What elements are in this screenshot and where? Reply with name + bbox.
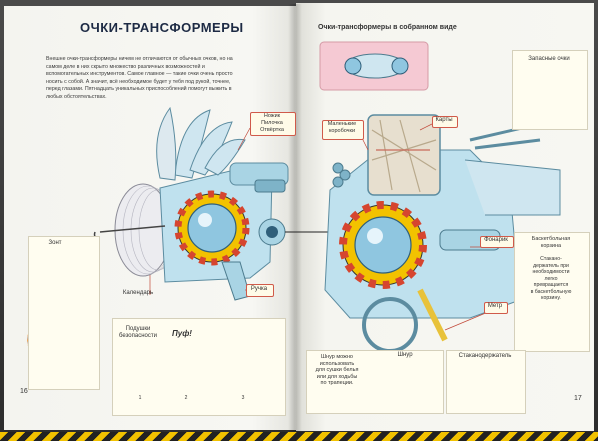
hazard-stripe: [0, 432, 598, 441]
page-number-left: 16: [20, 388, 28, 395]
page-number-right: 17: [574, 395, 582, 402]
cup-holder-panel: [446, 350, 526, 414]
cord-panel: [306, 350, 444, 414]
umbrella-label: Зонт: [48, 240, 62, 246]
small-boxes-label: Маленькие коробочки: [327, 121, 357, 134]
airbag-panel: [112, 318, 286, 416]
spare-glasses-panel: [512, 50, 588, 130]
flashlight-label: Фонарик: [484, 237, 508, 243]
meter-label-box: [484, 302, 508, 314]
umbrella-panel: [28, 236, 100, 390]
right-page-title: Очки-трансформеры в собранном виде: [318, 24, 457, 31]
airbags-label: Подушки безопасности: [119, 326, 157, 339]
spare-glasses-label: Запасные очки: [528, 56, 570, 62]
intro-paragraph: Внешне очки-трансформеры ничем не отлича…: [46, 56, 233, 100]
step-1-label: 1: [138, 395, 142, 401]
meter-label: Метр: [487, 303, 503, 309]
basket-description: Стакано- держатель при необходимости лег…: [530, 256, 572, 301]
step-2-label: 2: [184, 395, 188, 401]
cord-label: Шнур: [397, 352, 413, 358]
handle-label: Ручка: [250, 286, 268, 292]
cup-holder-label: Стаканодержатель: [458, 353, 512, 359]
basket-hoop-label: Баскетбольная корзина: [531, 236, 571, 249]
tools-label-box: [250, 112, 296, 136]
book-gutter: [288, 4, 302, 432]
tools-label: Ножик Пилочка Отвёртка: [260, 113, 284, 133]
cord-description: Шнур можно использовать для сушки белья …: [315, 354, 359, 387]
page-title: ОЧКИ-ТРАНСФОРМЕРЫ: [80, 20, 244, 35]
maps-label-box: [432, 116, 458, 128]
small-boxes-label-box: [322, 120, 364, 140]
flashlight-label-box: [480, 236, 514, 248]
calendar-label: Календарь: [122, 290, 154, 296]
step-3-label: 3: [241, 395, 245, 401]
left-goggle-illustration: [93, 106, 330, 301]
maps-label: Карты: [435, 117, 453, 123]
basket-panel: [514, 232, 590, 352]
right-goggle-illustration: [319, 41, 561, 353]
handle-label-box: [246, 284, 274, 297]
puf-label: Пуф!: [172, 329, 192, 338]
